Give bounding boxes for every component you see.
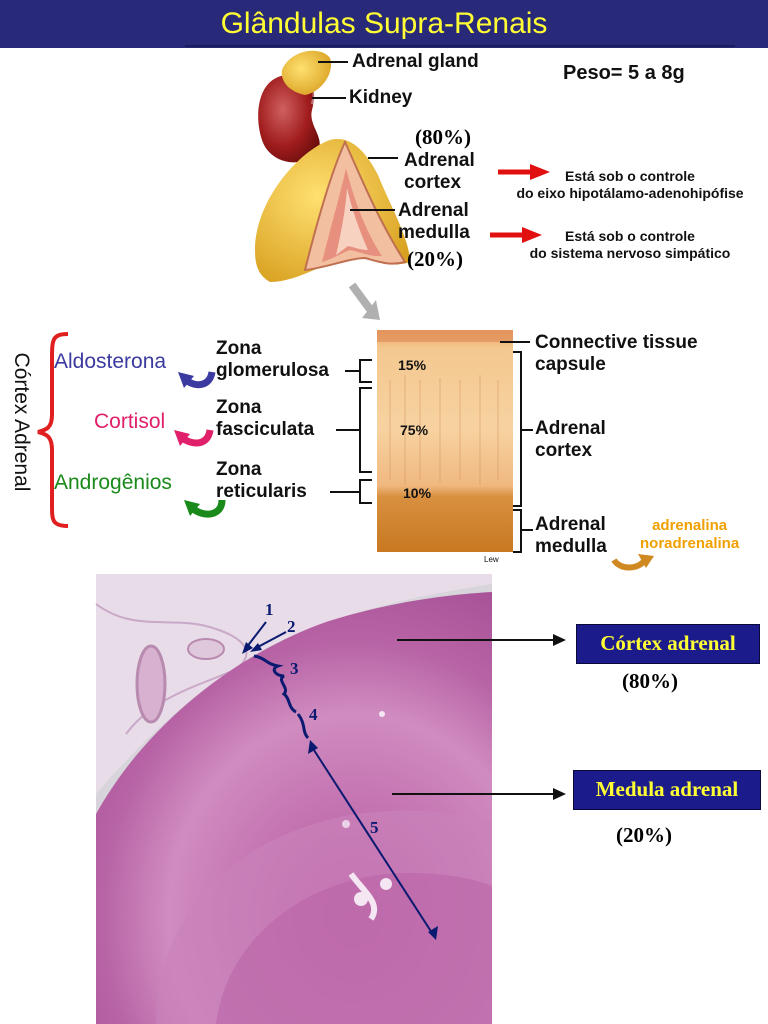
zone-fasciculata-percent: 75% bbox=[400, 422, 429, 438]
medulla-percent: (20%) bbox=[407, 247, 463, 271]
cortex-percent: (80%) bbox=[415, 125, 471, 149]
marker-4: 4 bbox=[309, 705, 318, 724]
marker-1: 1 bbox=[265, 600, 274, 619]
adrenal-gland-label: Adrenal gland bbox=[352, 51, 479, 72]
zone-glomerulosa-percent: 15% bbox=[398, 357, 427, 373]
image-credit: Lew bbox=[484, 555, 499, 564]
cortex-box-percent: (80%) bbox=[622, 669, 678, 693]
cortex-zones-diagram bbox=[37, 330, 654, 571]
marker-5: 5 bbox=[370, 818, 379, 837]
page-title: Glândulas Supra-Renais bbox=[220, 7, 548, 40]
kidney-illustration bbox=[255, 50, 550, 320]
medulla-hormones: adrenalina noradrenalina bbox=[640, 517, 739, 553]
hormone-androgens: Androgênios bbox=[54, 471, 172, 494]
adrenaline-label: adrenalina bbox=[652, 517, 728, 534]
bottom-pointer-arrows bbox=[392, 634, 566, 800]
marker-3: 3 bbox=[290, 659, 299, 678]
kidney-label: Kidney bbox=[349, 87, 413, 108]
cortex-side-label: Córtex Adrenal bbox=[10, 352, 33, 492]
divider bbox=[185, 45, 735, 47]
medulla-box-label: Medula adrenal bbox=[573, 770, 761, 810]
hormone-cortisol: Cortisol bbox=[94, 410, 166, 433]
weight-label: Peso= 5 a 8g bbox=[563, 62, 685, 84]
medulla-box-percent: (20%) bbox=[616, 823, 672, 847]
cortex-side-label-wrap: Córtex Adrenal bbox=[6, 330, 36, 520]
histology-micrograph bbox=[95, 574, 492, 1024]
marker-2: 2 bbox=[287, 617, 296, 636]
zone-reticularis-percent: 10% bbox=[403, 485, 432, 501]
title-bar bbox=[0, 0, 768, 48]
noradrenaline-label: noradrenalina bbox=[640, 535, 740, 552]
hormone-aldosterone: Aldosterona bbox=[54, 350, 167, 373]
cortex-box-label: Córtex adrenal bbox=[576, 624, 760, 664]
